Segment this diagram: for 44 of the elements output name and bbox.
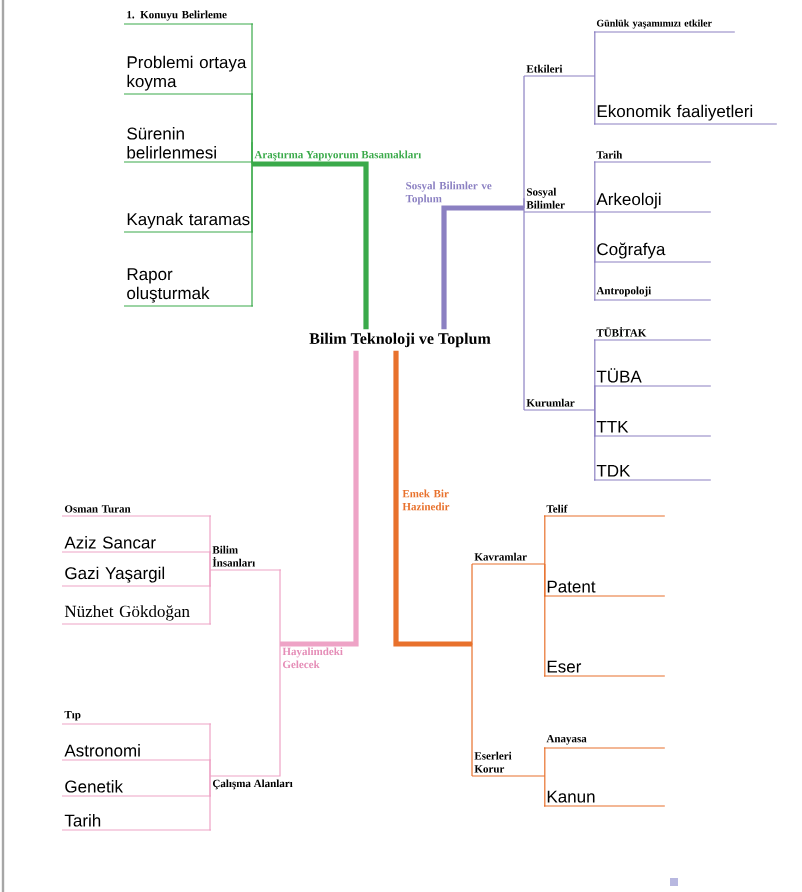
topic-label: Kaynak taramas — [123, 212, 254, 233]
topic-label: Astronomi — [61, 744, 212, 761]
connector-line — [593, 200, 596, 213]
connector-line — [209, 569, 212, 625]
topic-label: Arkeoloji — [593, 192, 712, 213]
connector-line — [593, 409, 596, 481]
connector-line — [279, 569, 282, 645]
connector-line — [209, 551, 212, 571]
connector-line — [593, 31, 596, 77]
topic-label: Tarih — [61, 814, 212, 831]
topic-label: Problemi ortaya koyma — [123, 55, 254, 95]
connector-line — [251, 142, 254, 165]
branch-line — [393, 350, 399, 500]
connector-line — [209, 643, 281, 777]
topic-label: Patent — [543, 580, 666, 597]
topic-label: Aziz Sancar — [61, 536, 212, 553]
topic-label: Gazi Yaşargil — [61, 566, 212, 587]
topic-label: Ekonomik faaliyetleri — [593, 104, 778, 125]
topic-label: Kanun — [543, 790, 666, 807]
connector-line — [543, 775, 546, 807]
connector-line — [523, 197, 525, 209]
topic-label: Eser — [543, 660, 666, 677]
topic-label: TTK — [593, 420, 712, 437]
topic-label: Sürenin belirlenmesi — [123, 127, 254, 163]
connector-line — [593, 75, 596, 125]
branch-line — [441, 205, 524, 330]
connector-line — [543, 747, 546, 777]
connector-line — [209, 775, 212, 831]
topic-label: Genetik — [61, 780, 212, 797]
connector-line — [523, 207, 525, 411]
branch-line — [252, 161, 369, 330]
topic-label: TÜBA — [593, 368, 712, 387]
connector-line — [209, 759, 212, 777]
connector-line — [543, 563, 546, 677]
topic-label: Coğrafya — [593, 242, 712, 263]
topic-label: Rapor oluşturmak — [123, 268, 254, 307]
connector-line — [251, 163, 254, 307]
branch-line — [280, 350, 359, 647]
central-topic: Bilim Teknoloji ve Toplum — [309, 332, 491, 348]
connector-line — [593, 211, 596, 301]
topic-label: Nüzhet Gökdoğan — [61, 605, 212, 625]
topic-label: TDK — [593, 464, 712, 481]
connector-line — [593, 385, 596, 411]
connector-line — [543, 515, 546, 565]
